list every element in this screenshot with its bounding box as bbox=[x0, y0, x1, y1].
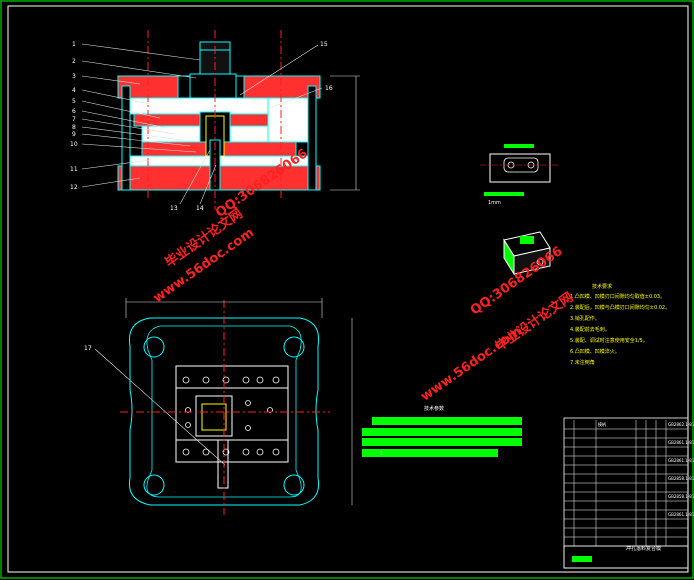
tech-note-2: 2.装配后，凹模与凸模刃口间隙均匀±0.02。 bbox=[570, 304, 670, 311]
leader-lines bbox=[81, 43, 323, 466]
part-label-2: 2 bbox=[72, 58, 76, 65]
tech-note-7: 7.未注倒角 bbox=[570, 359, 595, 366]
tech-note-6: 6.凸凹模、凹模淬火。 bbox=[570, 348, 620, 355]
part-label-5: 5 bbox=[72, 98, 76, 105]
part-label-11: 11 bbox=[70, 166, 78, 173]
part-detail-view: 1mm bbox=[480, 144, 560, 206]
part-label-10: 10 bbox=[70, 141, 78, 148]
title-block-cell: GB2861.1-81 bbox=[668, 458, 694, 463]
part-label-13: 13 bbox=[170, 205, 178, 212]
tech-note-4: 4.装配前去毛刺。 bbox=[570, 326, 610, 333]
part-label-4: 4 bbox=[72, 87, 76, 94]
title-block-cell: GB2861.1-81 bbox=[668, 512, 694, 517]
part-label-1: 1 bbox=[72, 41, 76, 48]
title-block-cell: GB2858.1-81 bbox=[668, 494, 694, 499]
drawing-title: 冲孔落料复合模 bbox=[626, 545, 661, 552]
watermark-right: www.56doc.com 毕业设计论文网 QQ:306826066 bbox=[418, 244, 576, 405]
watermark-name-right: 毕业设计论文网 bbox=[492, 289, 576, 354]
part-label-17: 17 bbox=[84, 345, 92, 352]
title-block-cell: GB2862.1-81 bbox=[668, 422, 694, 427]
part-label-6: 6 bbox=[72, 108, 76, 115]
green-table-title: 技术参数 bbox=[424, 405, 444, 412]
title-block-cell: GB2861.1-81 bbox=[668, 440, 694, 445]
title-block-cell: 模柄 bbox=[598, 421, 606, 427]
part-label-9: 9 bbox=[72, 131, 76, 138]
tech-notes: 技术要求 1.凸凹模、凹模刃口间隙均匀取值±0.03。 2.装配后，凹模与凸模刃… bbox=[570, 283, 670, 366]
title-block-cell: GB2858.1-81 bbox=[668, 476, 694, 481]
isometric-view bbox=[503, 231, 551, 276]
tech-notes-title: 技术要求 bbox=[592, 283, 612, 290]
part-label-16: 16 bbox=[325, 85, 333, 92]
detail-scale-label: 1mm bbox=[488, 200, 501, 206]
part-label-7: 7 bbox=[72, 116, 76, 123]
section-view bbox=[117, 30, 360, 210]
plan-view bbox=[120, 298, 353, 515]
part-label-12: 12 bbox=[70, 184, 78, 191]
green-row-4: 1 bbox=[380, 451, 383, 457]
tech-note-3: 3.销孔配作。 bbox=[570, 315, 600, 322]
die-set-outline bbox=[128, 317, 320, 506]
part-label-3: 3 bbox=[72, 73, 76, 80]
part-label-8: 8 bbox=[72, 124, 76, 131]
drawing-border-inner bbox=[7, 5, 689, 573]
tech-note-1: 1.凸凹模、凹模刃口间隙均匀取值±0.03。 bbox=[570, 293, 665, 300]
green-parameter-table: 技术参数 1 bbox=[362, 405, 522, 457]
tech-note-5: 5.装配、调试时注意使用安全1/5。 bbox=[570, 337, 648, 344]
part-labels: 1 2 3 4 5 6 7 8 9 10 11 12 13 14 15 16 1… bbox=[70, 41, 333, 352]
part-label-15: 15 bbox=[320, 41, 328, 48]
part-label-14: 14 bbox=[196, 205, 204, 212]
